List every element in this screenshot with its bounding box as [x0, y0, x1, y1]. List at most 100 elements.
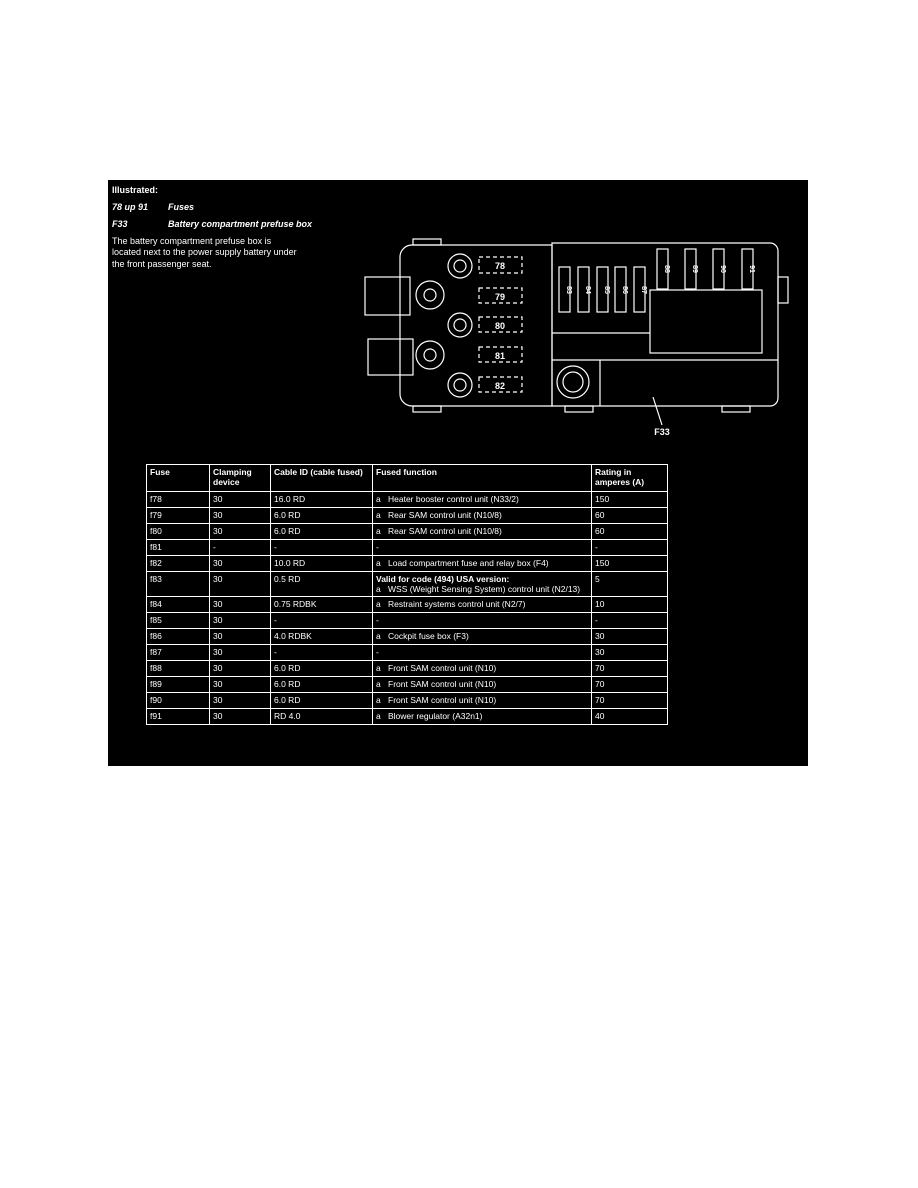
- cell-clamping: 30: [209, 692, 271, 709]
- function-text: Front SAM control unit (N10): [388, 695, 497, 705]
- function-text: Front SAM control unit (N10): [388, 679, 497, 689]
- cell-clamping: -: [209, 539, 271, 556]
- bullet: a: [376, 663, 381, 673]
- header-rating: Rating in amperes (A): [591, 464, 668, 492]
- cell-fuse: f78: [146, 491, 210, 508]
- cell-rating: 70: [591, 660, 668, 677]
- fuse-table: Fuse Clamping device Cable ID (cable fus…: [146, 464, 668, 725]
- fuse-label-80: 80: [495, 321, 505, 331]
- function-entry: a Heater booster control unit (N33/2): [376, 494, 588, 504]
- cell-function: -: [372, 644, 592, 661]
- cell-clamping: 30: [209, 523, 271, 540]
- function-text: Heater booster control unit (N33/2): [388, 494, 519, 504]
- cell-fuse: f83: [146, 571, 210, 597]
- cell-cable: 6.0 RD: [270, 660, 373, 677]
- cell-fuse: f90: [146, 692, 210, 709]
- cell-clamping: 30: [209, 676, 271, 693]
- cell-function: a Cockpit fuse box (F3): [372, 628, 592, 645]
- cell-cable: RD 4.0: [270, 708, 373, 725]
- table-row: f81----: [146, 539, 668, 556]
- cell-clamping: 30: [209, 507, 271, 524]
- header-cable: Cable ID (cable fused): [270, 464, 373, 492]
- cell-rating: 40: [591, 708, 668, 725]
- fuse-label-84: 84: [584, 286, 591, 294]
- cell-fuse: f89: [146, 676, 210, 693]
- cell-cable: 4.0 RDBK: [270, 628, 373, 645]
- cell-clamping: 30: [209, 555, 271, 572]
- bullet: a: [376, 584, 381, 594]
- bullet: a: [376, 494, 381, 504]
- cell-function: a Front SAM control unit (N10): [372, 692, 592, 709]
- function-text: Rear SAM control unit (N10/8): [388, 510, 502, 520]
- cell-cable: 6.0 RD: [270, 523, 373, 540]
- cell-clamping: 30: [209, 708, 271, 725]
- function-text: Rear SAM control unit (N10/8): [388, 526, 502, 536]
- function-text: Front SAM control unit (N10): [388, 663, 497, 673]
- fuse-label-88: 88: [663, 265, 670, 273]
- cell-fuse: f91: [146, 708, 210, 725]
- cell-cable: 10.0 RD: [270, 555, 373, 572]
- cell-cable: -: [270, 644, 373, 661]
- cell-fuse: f79: [146, 507, 210, 524]
- bullet: a: [376, 510, 381, 520]
- description-line: The battery compartment prefuse box is: [112, 236, 272, 246]
- bolt-icons: [415, 253, 590, 399]
- fuse-label-85: 85: [603, 286, 610, 294]
- document-figure-panel: Illustrated: 78 up 91 Fuses F33 Battery …: [108, 180, 808, 766]
- cell-fuse: f81: [146, 539, 210, 556]
- function-text: WSS (Weight Sensing System) control unit…: [388, 584, 581, 594]
- cell-clamping: 30: [209, 644, 271, 661]
- item-id-f33: F33: [112, 219, 128, 229]
- cell-rating: 70: [591, 692, 668, 709]
- function-text: Restraint systems control unit (N2/7): [388, 599, 526, 609]
- cell-clamping: 30: [209, 612, 271, 629]
- function-entry: a Front SAM control unit (N10): [376, 695, 588, 705]
- function-text: -: [376, 615, 379, 625]
- fuse-label-89: 89: [691, 265, 698, 273]
- cell-function: a Restraint systems control unit (N2/7): [372, 596, 592, 613]
- fuse-label-91: 91: [748, 265, 755, 273]
- function-text: Cockpit fuse box (F3): [388, 631, 469, 641]
- cell-fuse: f88: [146, 660, 210, 677]
- cell-rating: 30: [591, 628, 668, 645]
- fuse-label-90: 90: [719, 265, 726, 273]
- cell-fuse: f80: [146, 523, 210, 540]
- cell-clamping: 30: [209, 571, 271, 597]
- bullet: a: [376, 631, 381, 641]
- function-entry: -: [376, 647, 588, 657]
- function-entry: -: [376, 542, 588, 552]
- cell-function: -: [372, 612, 592, 629]
- header-fuse: Fuse: [146, 464, 210, 492]
- function-text: -: [376, 647, 379, 657]
- cell-clamping: 30: [209, 596, 271, 613]
- cell-cable: 6.0 RD: [270, 507, 373, 524]
- bullet: a: [376, 695, 381, 705]
- fuse-label-86: 86: [621, 286, 628, 294]
- item-label-f33: Battery compartment prefuse box: [168, 219, 313, 229]
- table-header-row: Fuse Clamping device Cable ID (cable fus…: [146, 464, 668, 492]
- bullet: a: [376, 599, 381, 609]
- cell-rating: 10: [591, 596, 668, 613]
- illustrated-heading: Illustrated:: [112, 185, 159, 195]
- cell-clamping: 30: [209, 660, 271, 677]
- cell-fuse: f82: [146, 555, 210, 572]
- cell-rating: 150: [591, 491, 668, 508]
- cell-cable: 6.0 RD: [270, 676, 373, 693]
- cell-cable: -: [270, 539, 373, 556]
- cell-function: -: [372, 539, 592, 556]
- function-text: Load compartment fuse and relay box (F4): [388, 558, 549, 568]
